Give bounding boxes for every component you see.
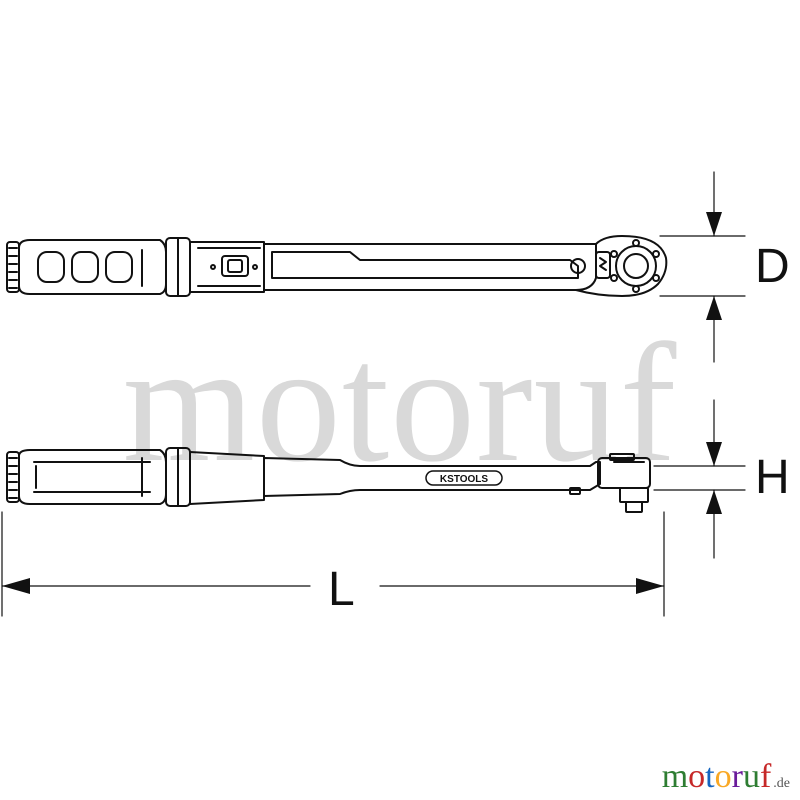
brand-letter: t <box>705 758 715 795</box>
arrow-up-icon <box>706 490 722 514</box>
brand-tld: .de <box>773 776 790 791</box>
arrow-down-icon <box>706 442 722 466</box>
wrench-side-view <box>6 447 651 513</box>
brand-letter: u <box>742 758 760 795</box>
brand-letter: r <box>731 758 743 795</box>
brand-wordmark: motoruf <box>662 758 772 795</box>
dimension-d <box>659 171 746 363</box>
brand-logo: motoruf.de <box>662 760 790 794</box>
arrow-up-icon <box>706 296 722 320</box>
arrow-left-icon <box>2 578 30 594</box>
brand-letter: f <box>759 758 772 795</box>
arrow-down-icon <box>706 212 722 236</box>
dimension-label-d: D <box>755 240 790 293</box>
dimension-label-l: L <box>328 563 355 616</box>
brand-letter: o <box>688 758 706 795</box>
ks-tools-logo: KSTOOLS <box>425 470 503 486</box>
brand-letter: o <box>714 758 732 795</box>
dimension-h <box>653 399 746 559</box>
dimension-l <box>1 511 665 617</box>
brand-letter: m <box>661 758 689 795</box>
wrench-top-view <box>6 235 668 297</box>
dimension-label-h: H <box>755 451 790 504</box>
logo-text: KSTOOLS <box>440 474 488 485</box>
arrow-right-icon <box>636 578 664 594</box>
